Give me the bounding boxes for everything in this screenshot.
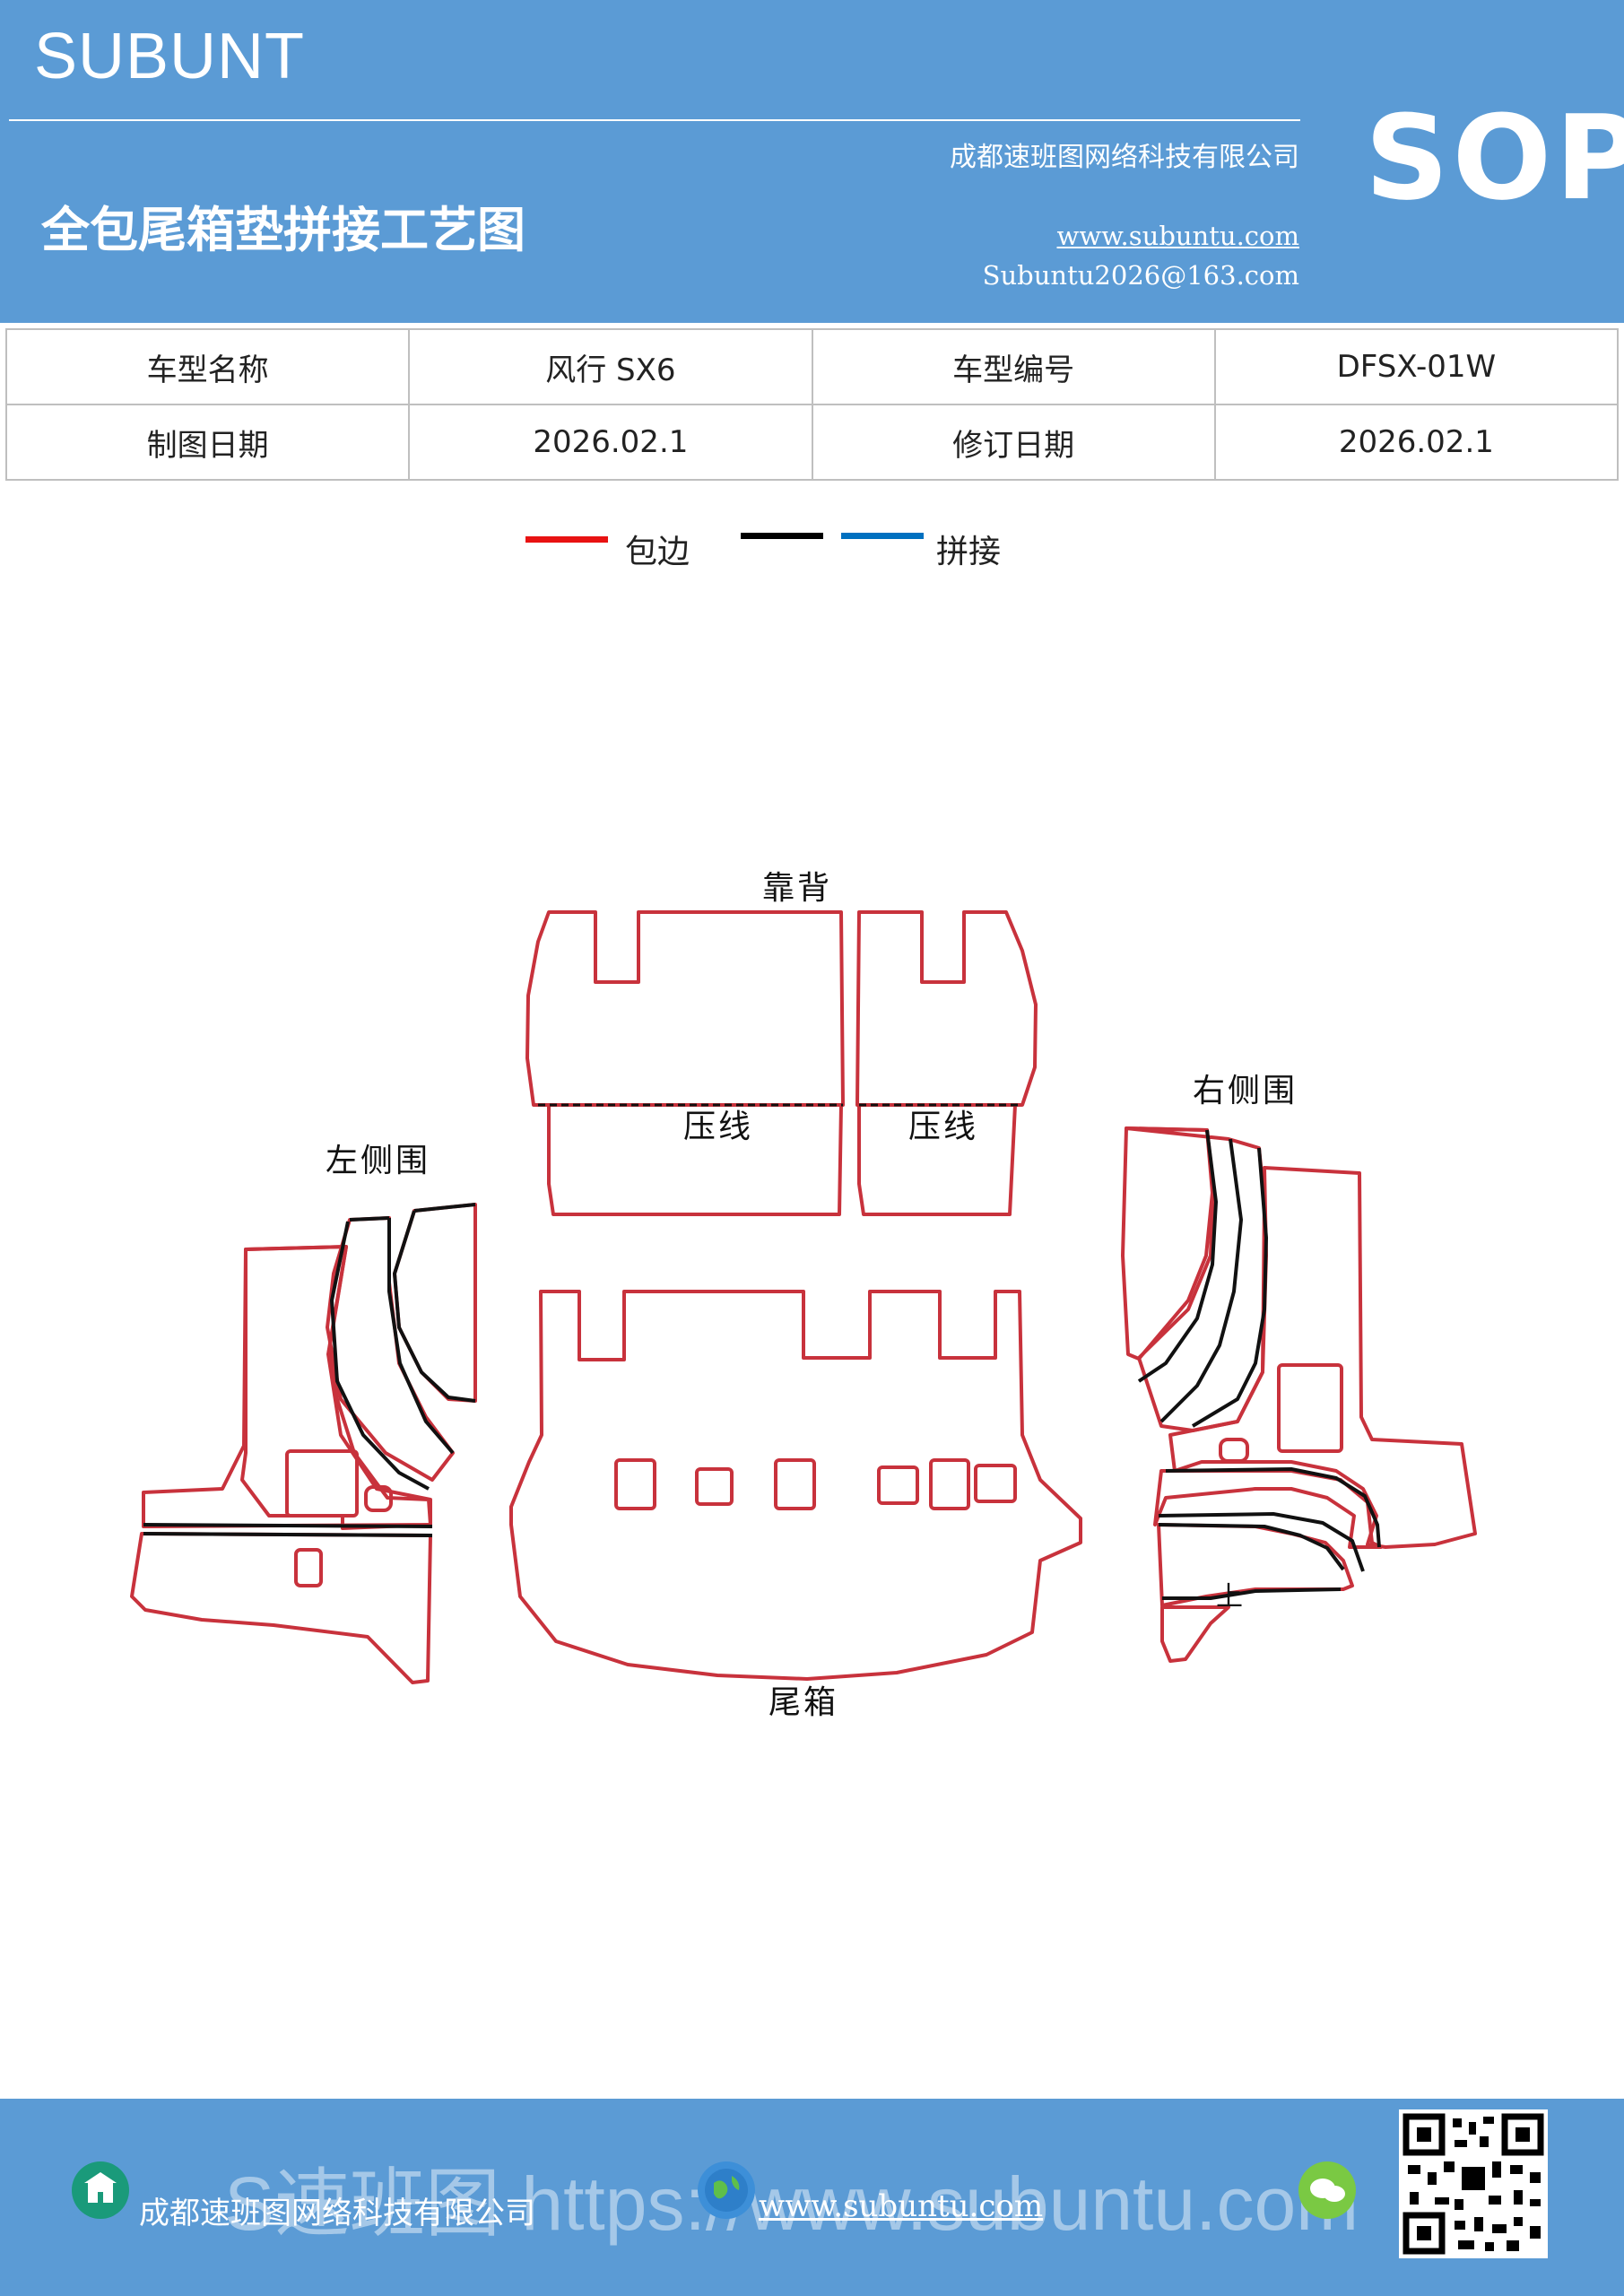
left-side-main-panel [142,1245,432,1528]
document-title: 全包尾箱垫拼接工艺图 [41,202,525,258]
right-side-cutout [1219,1438,1249,1463]
trunk-cutout [974,1464,1017,1503]
left-side-cutout [294,1548,323,1587]
right-horizontal-seam-1 [1165,1467,1381,1548]
building-icon [72,2161,129,2219]
left-arch-seam-inner2 [393,1210,476,1403]
right-small-piece [1160,1605,1230,1663]
right-rear-panel [1168,1166,1477,1549]
backrest-right-panel [855,910,1038,1107]
backrest-left-panel [525,910,845,1107]
legend-seam-label: 拼接 [936,534,1002,570]
label-left-side: 左侧围 [326,1143,430,1179]
trunk-cutout [774,1458,816,1510]
table-row: 制图日期 2026.02.1 修订日期 2026.02.1 [4,404,1620,481]
table-cell: 风行 SX6 [408,328,813,405]
company-name: 成都速班图网络科技有限公司 [950,142,1299,173]
left-side-upper-panel [240,1245,432,1530]
right-horizontal-seam-3 [1158,1523,1345,1571]
globe-icon [698,2161,755,2219]
label-trunk: 尾箱 [769,1684,838,1721]
right-horizontal-seam-4 [1162,1587,1342,1600]
left-side-lower-panel [130,1532,432,1684]
right-bottom-panel [1157,1523,1354,1607]
legend-seam-line [841,533,924,539]
label-backrest: 靠背 [762,870,832,907]
website-link[interactable]: www.subuntu.com [1056,221,1299,251]
legend-black-line [741,533,823,539]
label-press-line-right: 压线 [908,1109,978,1145]
label-press-line-left: 压线 [683,1109,753,1145]
legend-edge-line [525,536,608,543]
vehicle-info-table: 车型名称 风行 SX6 车型编号 DFSX-01W 制图日期 2026.02.1… [4,328,1620,481]
footer-banner: S速班图 https://www.subuntu.com 成都速班图网络科技有限… [0,2099,1624,2296]
table-cell: 车型编号 [811,328,1216,405]
legend-edge-label: 包边 [625,534,690,570]
right-horizontal-seam-2 [1158,1512,1365,1572]
trunk-cutout [614,1458,656,1510]
left-side-cutout [364,1485,393,1512]
left-horizontal-seam [143,1523,433,1537]
right-arch-seam-3 [1191,1147,1268,1428]
trunk-cutout [877,1465,919,1505]
left-arch-seam-inner [387,1218,455,1455]
left-arch-seam-outer [330,1221,430,1491]
table-cell: 2026.02.1 [1213,404,1620,481]
brand-name: SUBUNT [34,21,306,92]
footer-company: 成都速班图网络科技有限公司 [139,2196,535,2231]
table-cell: 2026.02.1 [408,404,813,481]
trunk-floor-mat [509,1290,1082,1681]
footer-watermark: S速班图 https://www.subuntu.com [224,2161,1359,2246]
sop-label: SOP [1365,90,1624,226]
right-side-cutout [1277,1363,1343,1453]
footer-website-link[interactable]: www.subuntu.com [759,2188,1044,2224]
header-banner: SUBUNT 全包尾箱垫拼接工艺图 成都速班图网络科技有限公司 www.subu… [0,0,1624,323]
table-cell: DFSX-01W [1213,328,1620,405]
left-side-cutout [285,1449,359,1518]
email-address[interactable]: Subuntu2026@163.com [982,260,1299,291]
table-cell: 车型名称 [4,328,411,405]
right-arch-seam-1 [1137,1129,1218,1383]
wechat-icon [1298,2161,1356,2219]
label-right-side: 右侧围 [1193,1073,1298,1109]
legend: 包边 拼接 [0,529,1624,583]
right-arch-seam-2 [1159,1138,1243,1423]
label-small-mark: 上 [1216,1581,1246,1613]
table-cell: 制图日期 [4,404,411,481]
qr-code-icon [1399,2109,1548,2258]
trunk-cutout [695,1467,734,1506]
trunk-cutout [929,1458,970,1510]
backrest-left-lower-panel [547,1103,843,1216]
header-divider [9,119,1300,121]
table-cell: 修订日期 [811,404,1216,481]
left-arch-seam-top [349,1203,476,1222]
table-row: 车型名称 风行 SX6 车型编号 DFSX-01W [4,328,1620,405]
